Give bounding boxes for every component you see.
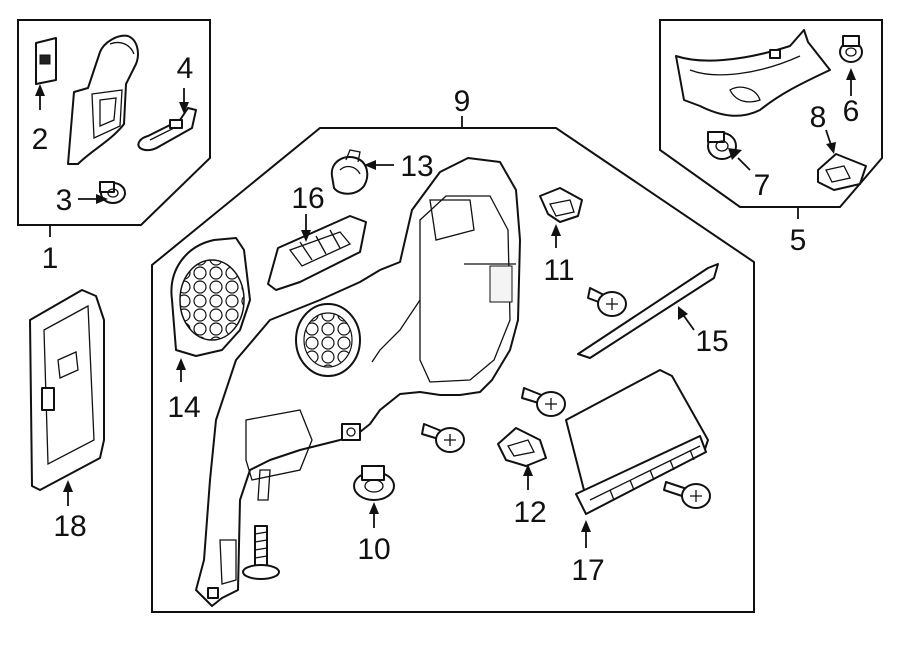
callout-18: 18 — [53, 510, 86, 543]
part-17-sill-plate — [565, 369, 709, 515]
part-3-push-pin — [99, 181, 126, 204]
callout-11: 11 — [543, 254, 574, 287]
part-8-spring-nut — [817, 153, 867, 191]
part-11-clip — [539, 187, 583, 223]
part-1-pillar-trim — [67, 34, 139, 165]
callout-15: 15 — [695, 325, 728, 358]
callout-13: 13 — [400, 150, 433, 183]
callout-17: 17 — [571, 554, 604, 587]
part-5-upper-trim — [675, 29, 831, 117]
group-box-1 — [17, 19, 211, 226]
screw-center-right — [521, 387, 566, 417]
bolt-bottom — [242, 525, 280, 580]
part-6-retainer — [839, 35, 863, 63]
callout-1: 1 — [42, 242, 59, 275]
part-2-clip-plate — [35, 37, 57, 85]
part-15-weatherstrip — [577, 263, 719, 359]
part-14-speaker-grille — [170, 237, 251, 357]
part-7-push-clip — [707, 131, 737, 160]
part-4-handle-clip — [137, 107, 197, 152]
callout-9: 9 — [454, 85, 471, 118]
callout-8: 8 — [810, 101, 827, 134]
group-box-9 — [151, 127, 755, 613]
part-9-quarter-trim-panel — [195, 157, 521, 607]
callout-5: 5 — [790, 224, 807, 257]
leader-lines — [35, 68, 856, 548]
callout-10: 10 — [357, 533, 390, 566]
callout-2: 2 — [32, 123, 49, 156]
screw-upper-right — [587, 287, 627, 317]
callout-labels: 1 2 3 4 5 6 7 8 9 10 11 12 13 14 15 16 1… — [32, 52, 860, 587]
part-13-cap — [330, 149, 369, 195]
callout-7: 7 — [754, 169, 771, 202]
part-18-side-panel — [29, 289, 105, 491]
callout-4: 4 — [177, 52, 194, 85]
callout-6: 6 — [843, 95, 860, 128]
part-10-push-clip — [353, 465, 395, 501]
callout-16: 16 — [291, 182, 324, 215]
screw-lower-right — [663, 481, 711, 509]
part-12-spring-nut — [497, 427, 547, 467]
screw-center — [421, 423, 465, 453]
callout-12: 12 — [513, 496, 546, 529]
part-16-handle-pocket — [267, 215, 367, 291]
callout-3: 3 — [56, 184, 73, 217]
callout-14: 14 — [167, 391, 200, 424]
group-box-5 — [659, 19, 883, 208]
